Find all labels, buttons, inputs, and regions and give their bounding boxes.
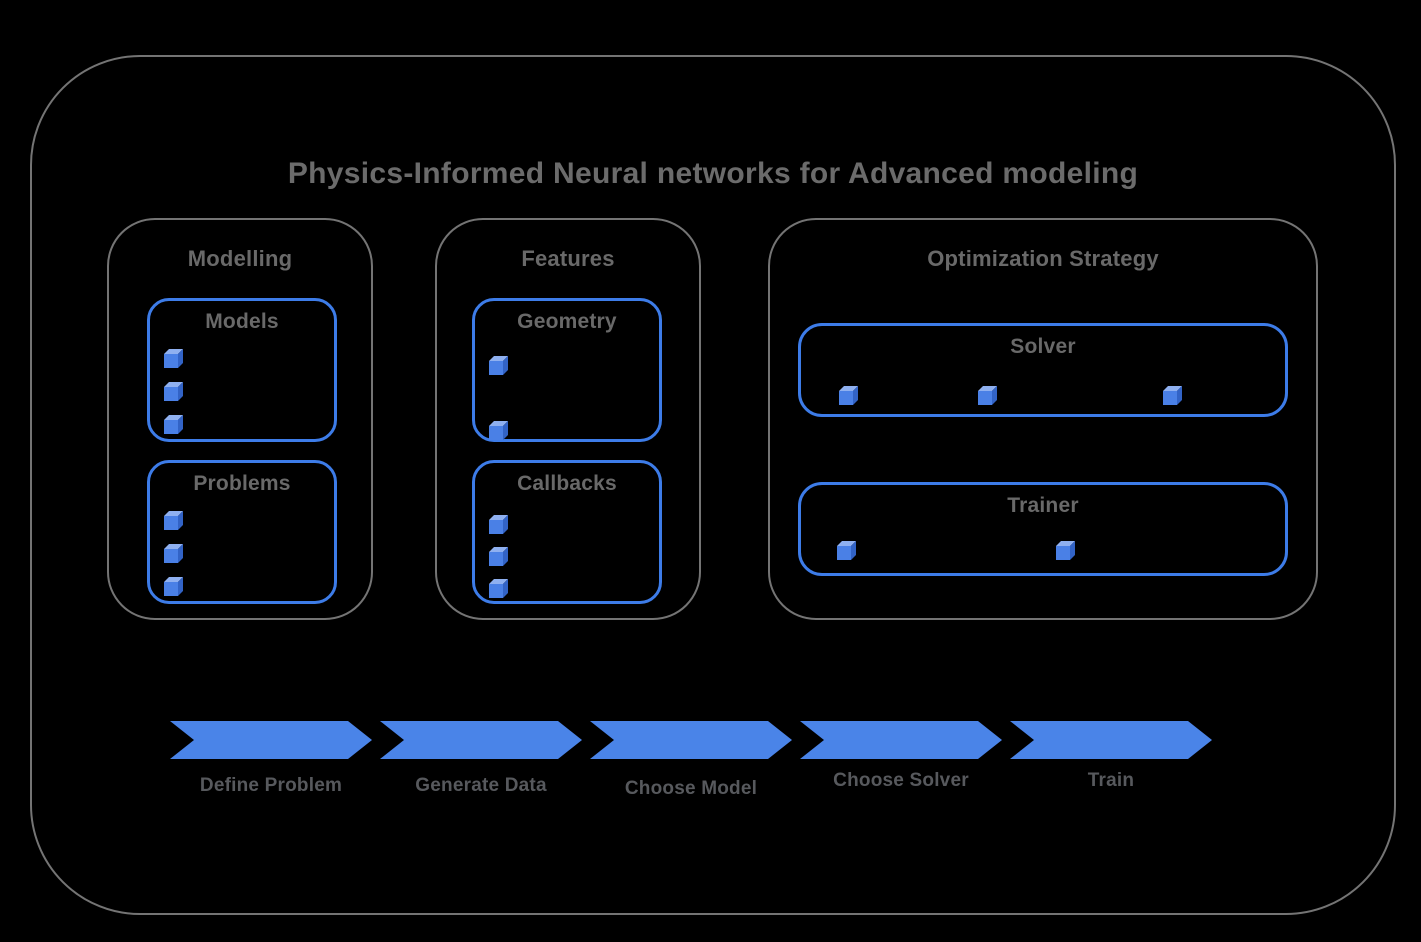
- cube-icon: [489, 515, 508, 534]
- cube-icon: [164, 382, 183, 401]
- box-label-trainer: Trainer: [1007, 494, 1079, 517]
- flow-step-label-choose-solver: Choose Solver: [833, 770, 969, 791]
- process-flow: [170, 721, 1212, 759]
- flow-chevron: [170, 721, 372, 759]
- cube-icon: [164, 349, 183, 368]
- box-label-solver: Solver: [1010, 335, 1076, 358]
- page-title: Physics-Informed Neural networks for Adv…: [287, 157, 1139, 190]
- group-box-optimization-strategy: Optimization Strategy Solver Trainer: [768, 218, 1318, 620]
- group-label-optimization-strategy: Optimization Strategy: [927, 246, 1159, 271]
- solver-item-list: [801, 326, 1285, 414]
- cube-icon: [837, 541, 856, 560]
- geometry-item-list: [489, 356, 508, 440]
- callbacks-item-list: [489, 515, 508, 598]
- box-geometry: Geometry: [472, 298, 662, 442]
- flow-chevron: [590, 721, 792, 759]
- flow-chevron: [1010, 721, 1212, 759]
- flow-chevron: [380, 721, 582, 759]
- group-label-modelling: Modelling: [187, 246, 293, 271]
- trainer-item-list: [801, 485, 1285, 573]
- box-models: Models: [147, 298, 337, 442]
- flow-step-label-choose-model: Choose Model: [624, 778, 758, 799]
- cube-icon: [489, 356, 508, 375]
- cube-icon: [164, 415, 183, 434]
- flow-step-label-define-problem: Define Problem: [199, 775, 343, 796]
- group-box-modelling: Modelling Models Problems: [107, 218, 373, 620]
- cube-icon: [164, 544, 183, 563]
- cube-icon: [489, 579, 508, 598]
- cube-icon: [164, 577, 183, 596]
- box-label-problems: Problems: [193, 472, 291, 495]
- models-item-list: [164, 349, 183, 434]
- cube-icon: [839, 386, 858, 405]
- cube-icon: [1163, 386, 1182, 405]
- group-label-features: Features: [521, 246, 615, 271]
- box-label-callbacks: Callbacks: [517, 472, 617, 495]
- problems-item-list: [164, 511, 183, 596]
- cube-icon: [489, 547, 508, 566]
- box-solver: Solver: [798, 323, 1288, 417]
- flow-step-label-generate-data: Generate Data: [415, 775, 547, 796]
- cube-icon: [164, 511, 183, 530]
- flow-step-label-train: Train: [1087, 770, 1135, 791]
- cube-icon: [1056, 541, 1075, 560]
- flow-chevron: [800, 721, 1002, 759]
- group-box-features: Features Geometry Callbacks: [435, 218, 701, 620]
- box-trainer: Trainer: [798, 482, 1288, 576]
- cube-icon: [489, 421, 508, 440]
- cube-icon: [978, 386, 997, 405]
- box-label-geometry: Geometry: [517, 310, 617, 333]
- box-problems: Problems: [147, 460, 337, 604]
- box-label-models: Models: [205, 310, 279, 333]
- diagram-outer-frame: Physics-Informed Neural networks for Adv…: [30, 55, 1396, 915]
- box-callbacks: Callbacks: [472, 460, 662, 604]
